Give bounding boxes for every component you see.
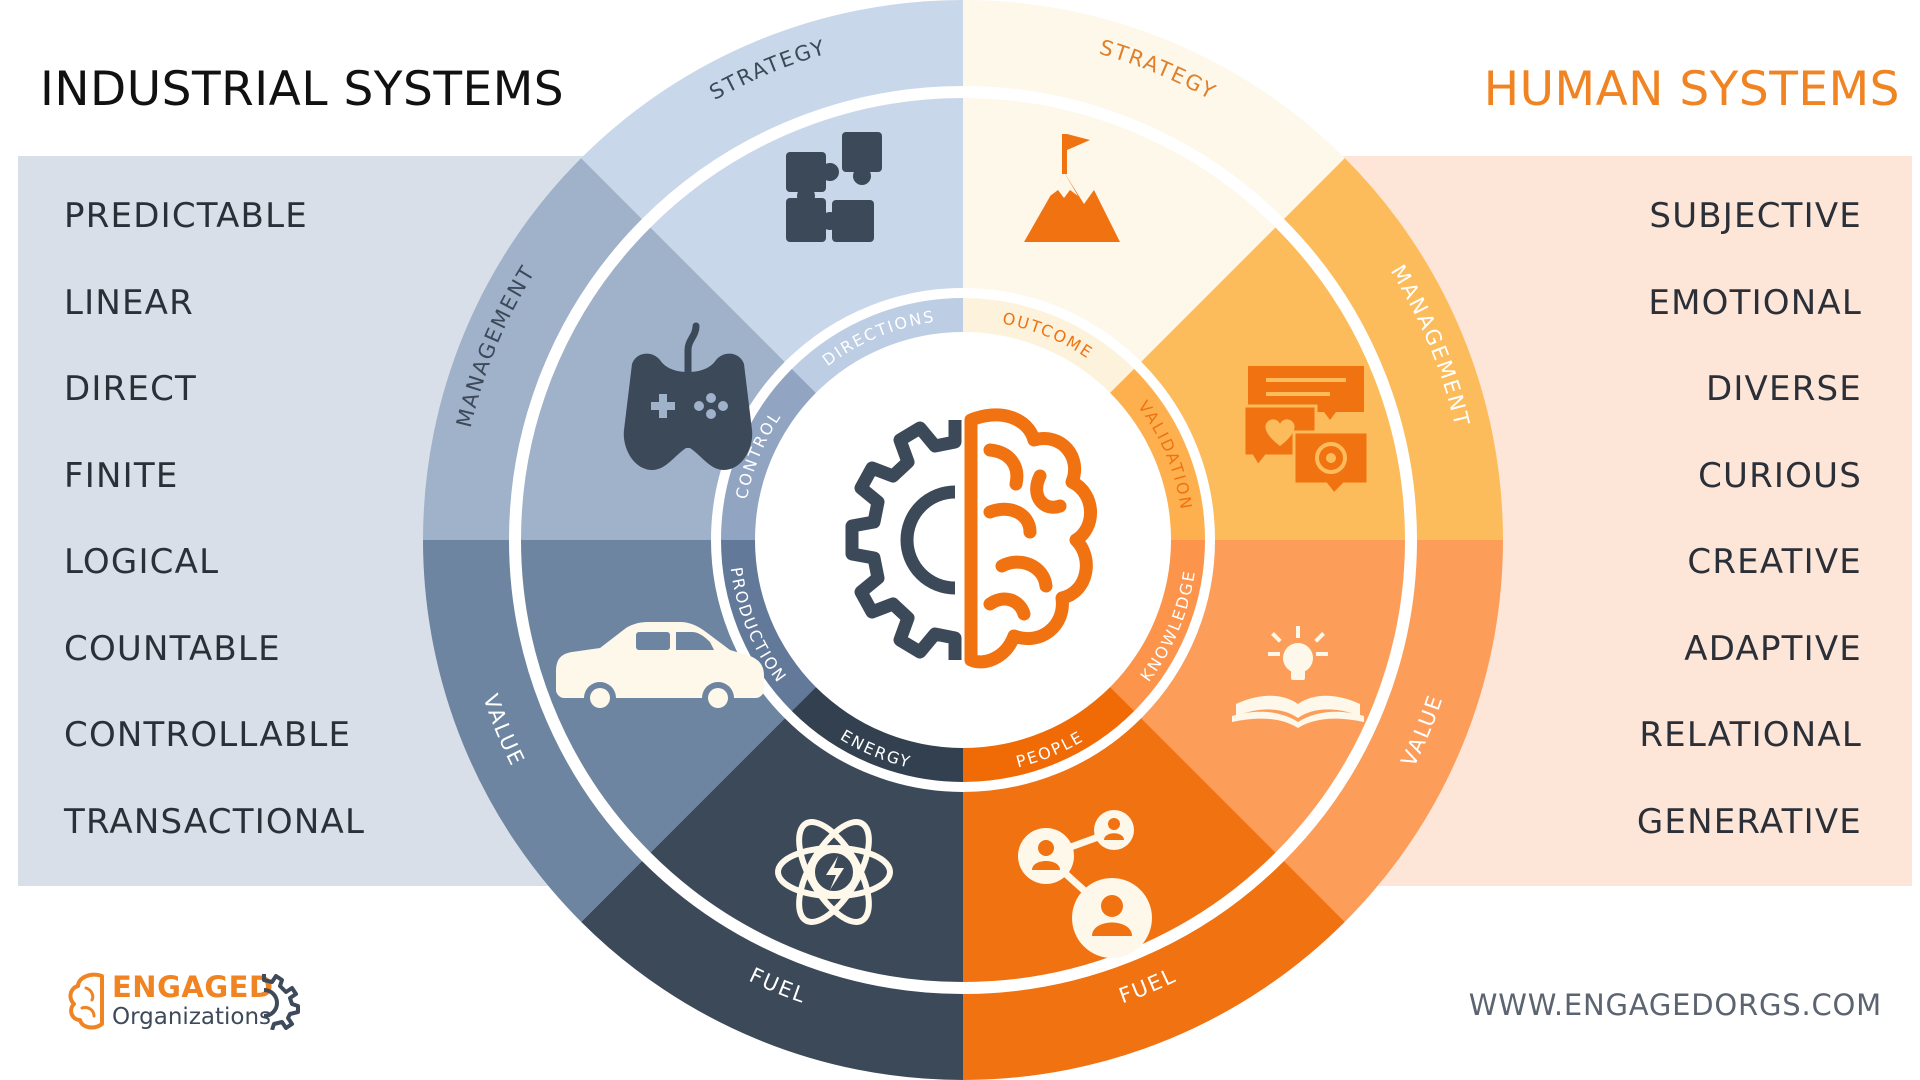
trait-item: LINEAR bbox=[64, 282, 194, 323]
inner-segment-industrial bbox=[716, 540, 816, 715]
chat-hearts-icon bbox=[1242, 366, 1370, 497]
logo-text-engaged: ENGAGED bbox=[112, 970, 274, 1004]
ring-divider-inner bbox=[711, 288, 1215, 792]
trait-item: EMOTIONAL bbox=[1648, 282, 1862, 323]
puzzle-icon bbox=[786, 132, 882, 242]
gear-icon bbox=[262, 974, 300, 1030]
inner-segment-human bbox=[963, 687, 1138, 787]
gamepad-icon bbox=[623, 322, 753, 470]
trait-item: LOGICAL bbox=[64, 542, 220, 582]
trait-item: ADAPTIVE bbox=[1684, 628, 1862, 669]
engaged-logo: ENGAGED Organizations bbox=[68, 968, 308, 1036]
ring-divider-outer bbox=[509, 86, 1417, 994]
trait-item: TRANSACTIONAL bbox=[64, 801, 366, 842]
trait-item: CURIOUS bbox=[1698, 455, 1862, 496]
center-disc bbox=[755, 332, 1171, 748]
inner-segment-human bbox=[1110, 365, 1210, 540]
website-url: WWW.ENGAGEDORGS.COM bbox=[1468, 988, 1882, 1022]
car-icon bbox=[556, 622, 764, 714]
inner-segment-human bbox=[963, 293, 1138, 393]
human-traits-list: SUBJECTIVE EMOTIONAL DIVERSE CURIOUS CRE… bbox=[1482, 196, 1862, 888]
trait-item: PREDICTABLE bbox=[64, 196, 308, 236]
inner-segment-human bbox=[1110, 540, 1210, 715]
trait-item: CONTROLLABLE bbox=[64, 715, 352, 755]
industrial-traits-list: PREDICTABLE LINEAR DIRECT FINITE LOGICAL… bbox=[64, 196, 444, 888]
brain-icon bbox=[68, 972, 104, 1030]
atom-bolt-icon bbox=[775, 819, 893, 925]
industrial-title: INDUSTRIAL SYSTEMS bbox=[40, 62, 565, 117]
gear-brain-icon bbox=[845, 408, 1097, 669]
inner-segment-industrial bbox=[788, 687, 963, 787]
trait-item: FINITE bbox=[64, 455, 179, 496]
logo-text-organizations: Organizations bbox=[112, 1004, 272, 1030]
human-title: HUMAN SYSTEMS bbox=[1483, 62, 1900, 117]
trait-item: SUBJECTIVE bbox=[1649, 196, 1862, 236]
trait-item: RELATIONAL bbox=[1639, 715, 1862, 755]
trait-item: COUNTABLE bbox=[64, 628, 281, 669]
trait-item: DIVERSE bbox=[1705, 369, 1862, 409]
trait-item: DIRECT bbox=[64, 369, 198, 409]
network-people-icon bbox=[1018, 810, 1152, 958]
inner-segment-industrial bbox=[788, 293, 963, 393]
inner-segment-industrial bbox=[716, 365, 816, 540]
trait-item: GENERATIVE bbox=[1636, 801, 1862, 842]
inner-ring bbox=[716, 293, 1210, 787]
book-lightbulb-icon bbox=[1232, 626, 1364, 728]
mountain-flag-icon bbox=[1024, 134, 1120, 242]
trait-item: CREATIVE bbox=[1687, 542, 1862, 582]
